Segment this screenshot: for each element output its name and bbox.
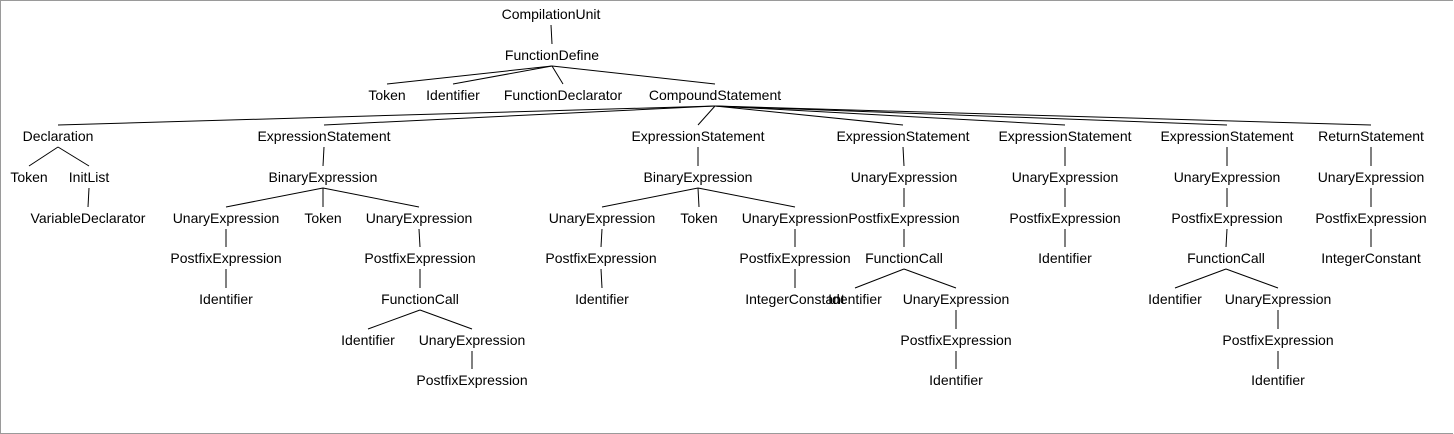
tree-node-identifier: Identifier [341,332,395,348]
tree-edges [28,24,1372,369]
tree-node-expression-statement: ExpressionStatement [1160,128,1293,144]
tree-edge [714,105,904,126]
tree-node-identifier: Identifier [828,291,882,307]
tree-node-postfix-expression: PostfixExpression [739,250,850,266]
tree-edge [1174,268,1227,289]
tree-node-token: Token [680,210,717,226]
tree-edge [697,187,796,208]
tree-edge [697,105,716,126]
tree-node-unary-expression: UnaryExpression [419,332,526,348]
tree-node-postfix-expression: PostfixExpression [1009,210,1120,226]
tree-edge [419,309,473,330]
tree-node-function-define: FunctionDefine [505,47,599,63]
tree-node-token: Token [10,169,47,185]
tree-node-unary-expression: UnaryExpression [903,291,1010,307]
tree-node-function-call: FunctionCall [865,250,943,266]
tree-edge [225,187,324,208]
tree-node-init-list: InitList [69,169,110,185]
tree-node-function-call: FunctionCall [381,291,459,307]
tree-edge [854,268,905,289]
tree-node-unary-expression: UnaryExpression [1174,169,1281,185]
tree-node-integer-constant: IntegerConstant [1321,250,1421,266]
tree-edge [1225,228,1228,248]
tree-node-expression-statement: ExpressionStatement [998,128,1131,144]
tree-node-unary-expression: UnaryExpression [742,210,849,226]
tree-node-identifier: Identifier [426,87,480,103]
tree-edge [714,105,1228,126]
tree-node-postfix-expression: PostfixExpression [364,250,475,266]
tree-node-identifier: Identifier [199,291,253,307]
tree-node-unary-expression: UnaryExpression [851,169,958,185]
tree-node-postfix-expression: PostfixExpression [545,250,656,266]
tree-edge [714,105,1372,126]
tree-edge [57,105,716,126]
tree-node-function-declarator: FunctionDeclarator [504,87,623,103]
tree-node-binary-expression: BinaryExpression [644,169,753,185]
tree-edge [322,187,420,208]
tree-node-compound-statement: CompoundStatement [649,87,781,103]
tree-node-unary-expression: UnaryExpression [366,210,473,226]
tree-node-identifier: Identifier [1251,372,1305,388]
tree-edge [600,268,603,289]
tree-edge [714,105,1066,126]
tree-node-identifier: Identifier [929,372,983,388]
tree-node-postfix-expression: PostfixExpression [1315,210,1426,226]
tree-node-postfix-expression: PostfixExpression [1222,332,1333,348]
tree-node-identifier: Identifier [575,291,629,307]
tree-node-binary-expression: BinaryExpression [269,169,378,185]
tree-edge [57,146,90,167]
tree-edge [551,65,564,85]
tree-node-unary-expression: UnaryExpression [1318,169,1425,185]
tree-edge [600,228,603,248]
tree-node-function-call: FunctionCall [1187,250,1265,266]
tree-node-expression-statement: ExpressionStatement [631,128,764,144]
tree-edge [87,187,90,208]
tree-node-declaration: Declaration [23,128,94,144]
tree-node-compilation-unit: CompilationUnit [502,6,601,22]
tree-node-identifier: Identifier [1038,250,1092,266]
tree-node-postfix-expression: PostfixExpression [900,332,1011,348]
tree-node-identifier: Identifier [1148,291,1202,307]
tree-edge [322,146,325,167]
tree-node-expression-statement: ExpressionStatement [257,128,390,144]
tree-node-token: Token [304,210,341,226]
tree-edge [367,309,421,330]
tree-node-variable-declarator: VariableDeclarator [31,210,146,226]
tree-edge [550,24,553,45]
tree-node-postfix-expression: PostfixExpression [170,250,281,266]
tree-node-postfix-expression: PostfixExpression [416,372,527,388]
tree-edge [697,187,700,208]
tree-edge [452,65,553,85]
tree-edge [386,65,553,85]
tree-node-integer-constant: IntegerConstant [745,291,845,307]
tree-edge [28,146,59,167]
tree-edge [601,187,699,208]
tree-edge [902,146,905,167]
tree-edge [1225,268,1279,289]
tree-edge [551,65,716,85]
tree-node-expression-statement: ExpressionStatement [836,128,969,144]
tree-edge [903,268,957,289]
tree-edge [323,105,716,126]
tree-node-unary-expression: UnaryExpression [549,210,656,226]
tree-node-token: Token [368,87,405,103]
tree-node-return-statement: ReturnStatement [1318,128,1424,144]
tree-edge [418,228,421,248]
tree-node-postfix-expression: PostfixExpression [848,210,959,226]
tree-node-unary-expression: UnaryExpression [1012,169,1119,185]
tree-node-unary-expression: UnaryExpression [173,210,280,226]
tree-node-postfix-expression: PostfixExpression [1171,210,1282,226]
tree-node-unary-expression: UnaryExpression [1225,291,1332,307]
